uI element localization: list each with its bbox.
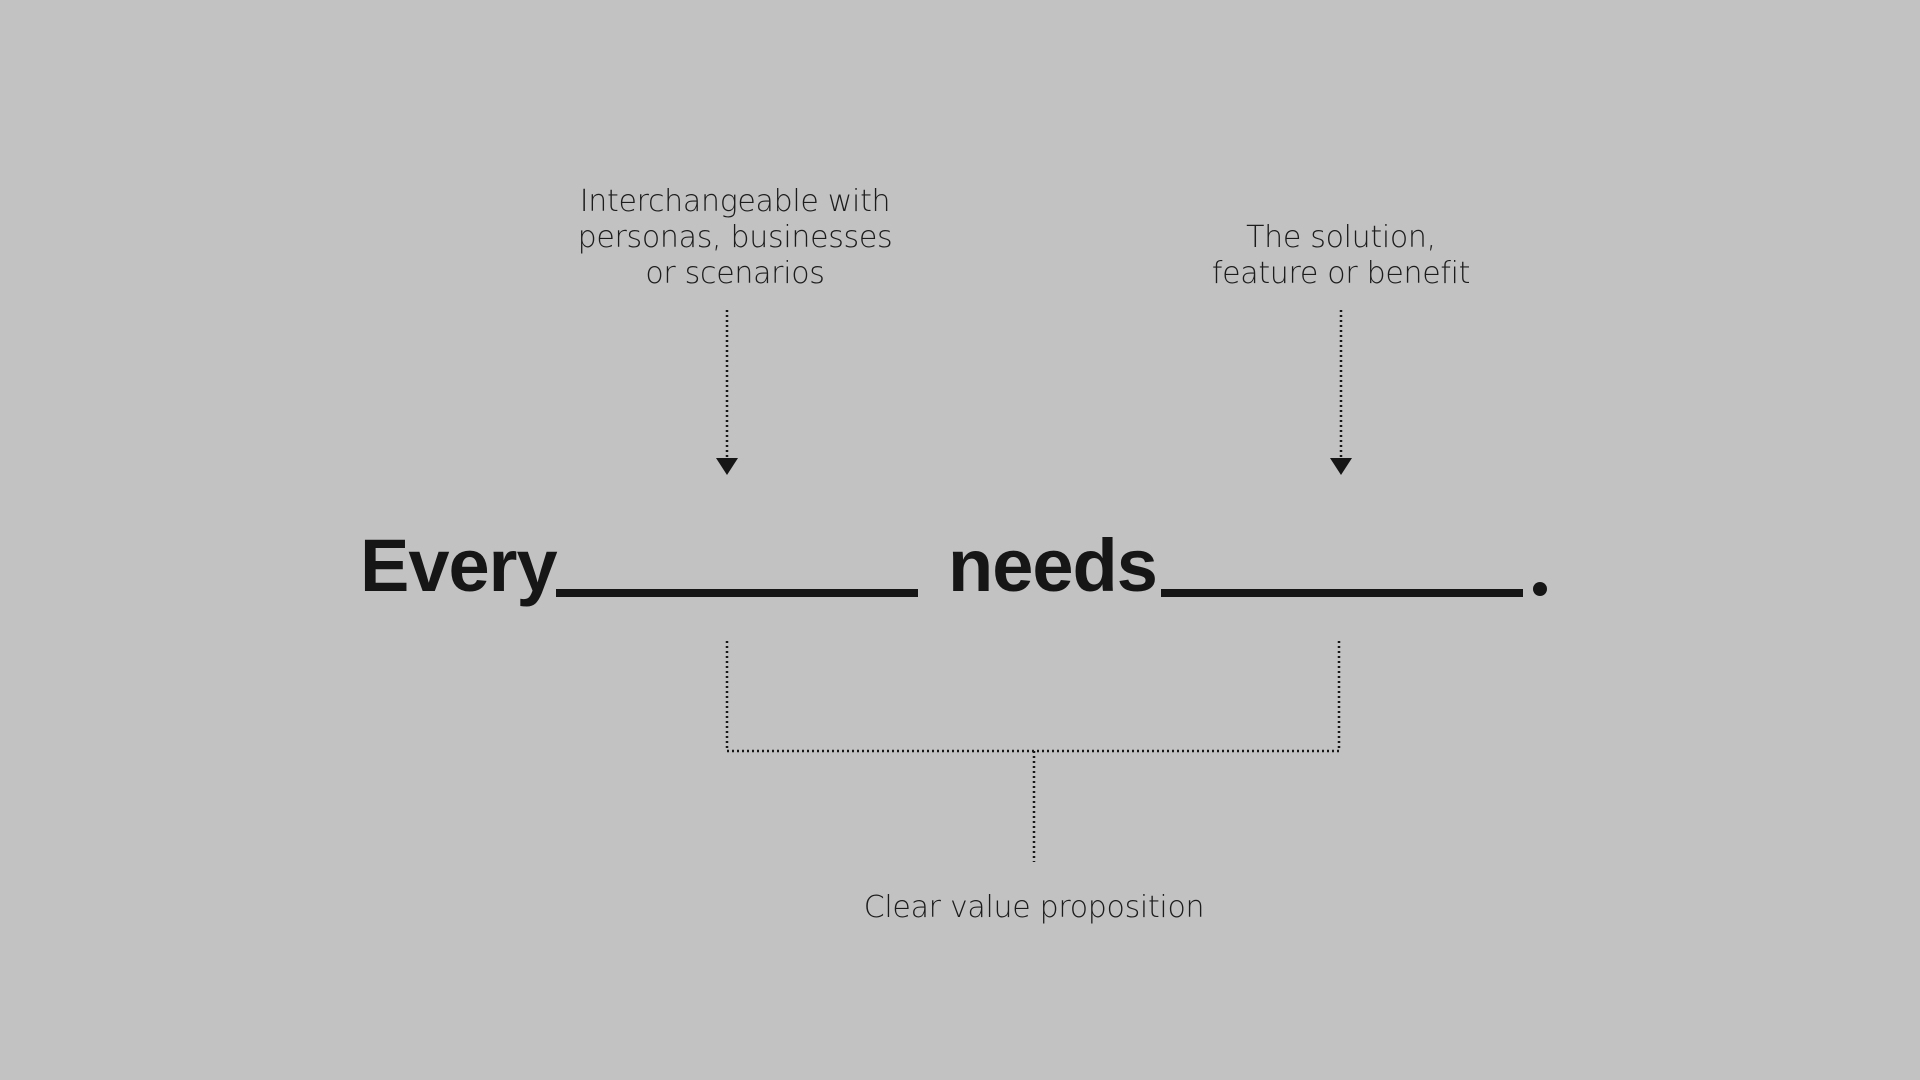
annotation-value-proposition-text: Clear value proposition [863, 890, 1205, 925]
blank-line-solution [1161, 589, 1523, 597]
annotation-personas-line-3: or scenarios [645, 256, 825, 291]
blank-line-audience [556, 589, 918, 597]
annotation-value-proposition: Clear value proposition [834, 890, 1234, 926]
sentence-word-needs: needs [948, 524, 1158, 607]
annotation-solution: The solution, feature or benefit [1141, 220, 1541, 292]
annotation-personas-line-2: personas, businesses [577, 220, 893, 255]
annotation-personas-line-1: Interchangeable with [579, 184, 891, 219]
arrowhead-right-icon [1330, 458, 1352, 475]
arrowhead-left-icon [716, 458, 738, 475]
sentence-period [1533, 582, 1547, 596]
sentence-word-every: Every [360, 524, 558, 607]
annotation-personas: Interchangeable with personas, businesse… [540, 184, 930, 292]
annotation-solution-line-1: The solution, [1246, 220, 1436, 255]
annotation-solution-line-2: feature or benefit [1211, 256, 1471, 291]
